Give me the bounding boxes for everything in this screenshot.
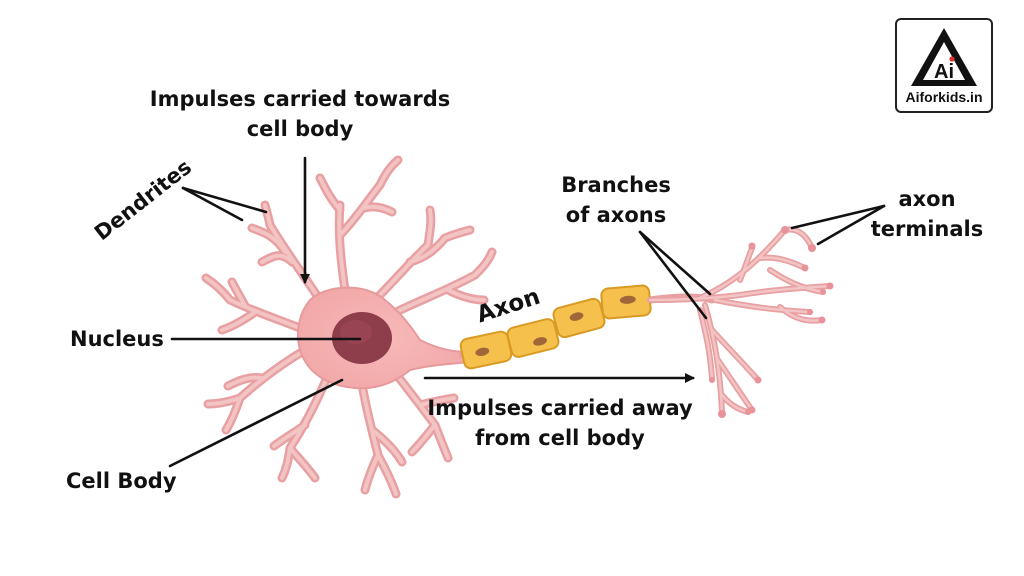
impulses-away-label: Impulses carried away from cell body: [412, 393, 708, 453]
dendrites-line-1: [181, 186, 268, 214]
terminals-line-2: [816, 204, 886, 246]
impulses-towards-label: Impulses carried towards cell body: [140, 84, 460, 144]
dendrites-line-2: [181, 186, 244, 222]
terminals-label: axon terminals: [862, 184, 992, 244]
logo-text: Aiforkids.in: [905, 89, 983, 105]
cell-body-line: [168, 378, 344, 468]
impulses-towards-line2: cell body: [246, 117, 354, 141]
aiforkids-logo[interactable]: Ai Aiforkids.in: [895, 18, 993, 113]
axon-branches: [647, 226, 834, 418]
branches-line2: of axons: [565, 203, 667, 227]
myelin-sheath: [459, 284, 652, 370]
branches-label: Branches of axons: [548, 170, 684, 230]
terminals-line1: axon: [898, 187, 956, 211]
label-lines: [168, 156, 886, 468]
impulses-away-line2: from cell body: [475, 426, 645, 450]
cell-body-label: Cell Body: [66, 469, 177, 493]
branches-line1: Branches: [561, 173, 671, 197]
impulses-away-line1: Impulses carried away: [427, 396, 693, 420]
logo-triangle-icon: Ai: [911, 28, 977, 86]
dendrites: [201, 155, 497, 499]
impulses-towards-line1: Impulses carried towards: [149, 87, 451, 111]
branches-line-2: [638, 230, 708, 320]
axon-terminal-knobs: [709, 226, 834, 418]
nucleus-label: Nucleus: [70, 327, 164, 351]
logo-mark-text: Ai: [934, 61, 954, 83]
terminals-line2: terminals: [870, 217, 984, 241]
branches-line-1: [638, 230, 712, 296]
terminals-line-1: [790, 204, 886, 230]
